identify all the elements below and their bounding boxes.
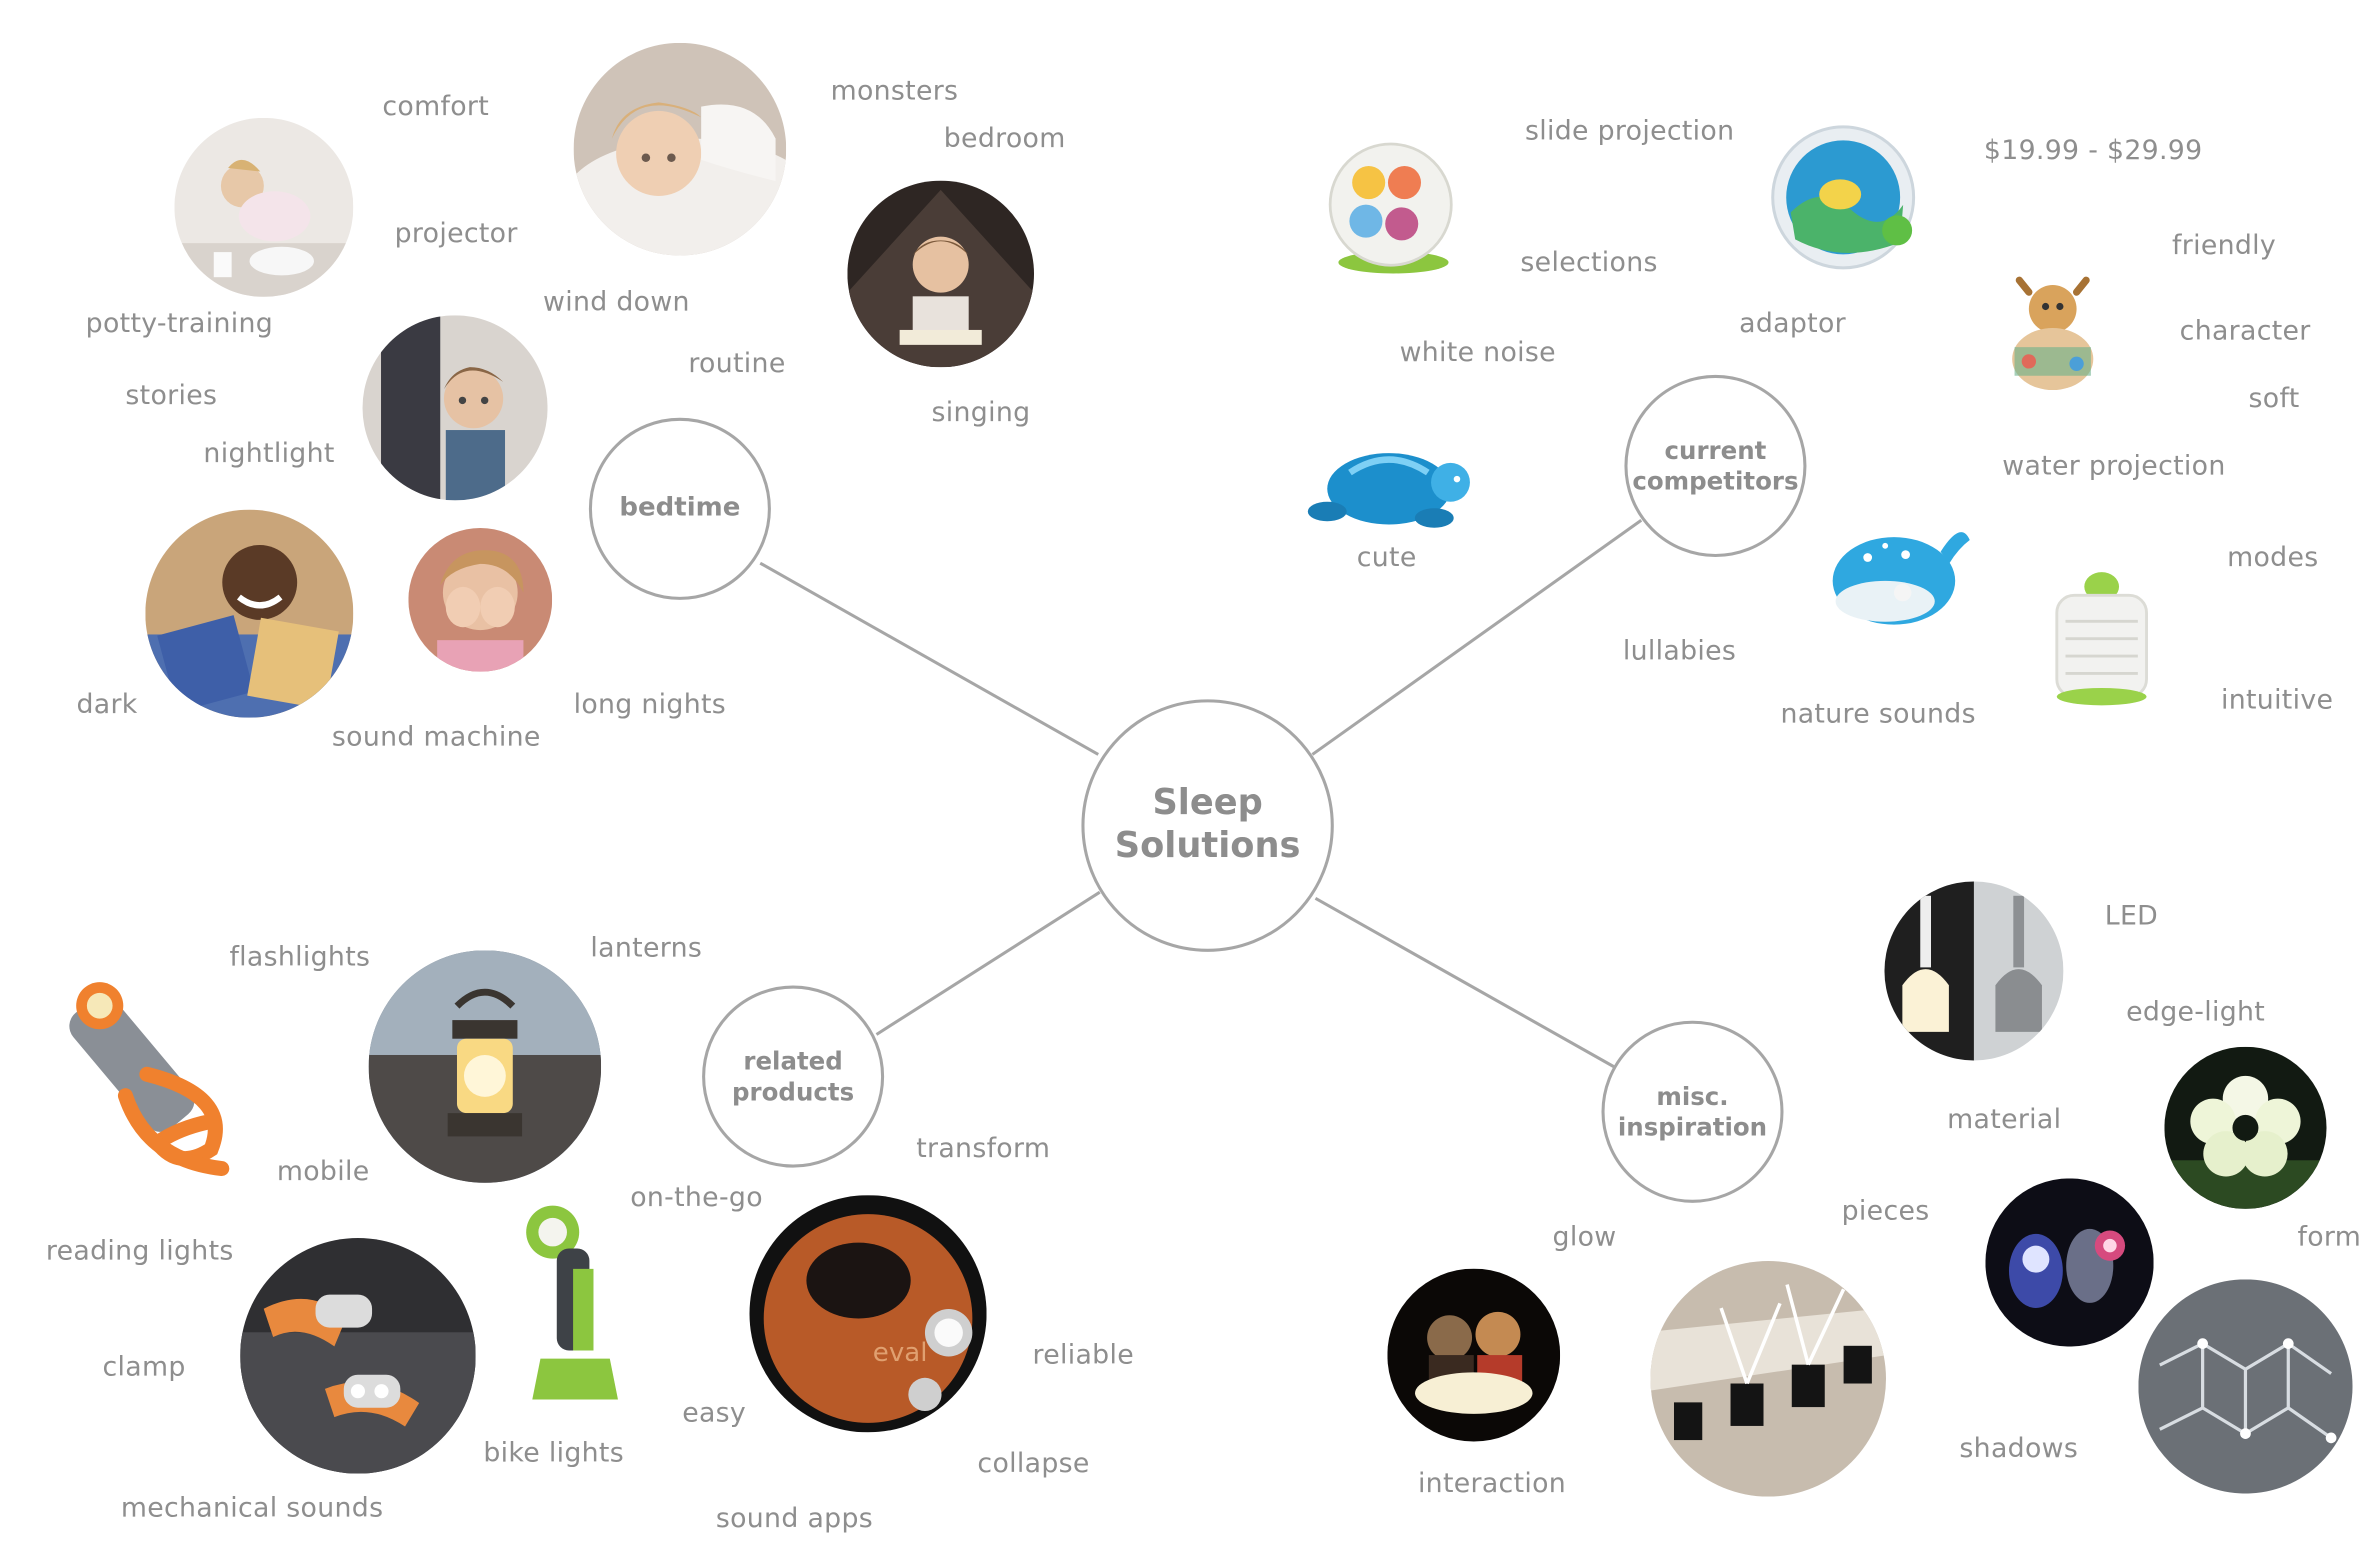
product-whale-sound-machine — [1826, 505, 1973, 630]
word-singing: singing — [931, 397, 1031, 429]
word-led: LED — [2104, 901, 2159, 932]
word-projector: projector — [394, 218, 518, 250]
word-water-projection: water projection — [2002, 451, 2226, 483]
photo-child-in-bed — [573, 42, 787, 256]
link-bedtime — [759, 561, 1100, 756]
photo-eval-sound-device: eval — [749, 1195, 987, 1433]
product-water-projector — [1767, 122, 1920, 272]
word-character: character — [2179, 316, 2311, 348]
word-modes: modes — [2227, 543, 2319, 574]
word-price-range: $19.99 - $29.99 — [1983, 136, 2203, 167]
word-collapse: collapse — [977, 1449, 1090, 1480]
node-misc-line1: misc. — [1656, 1082, 1729, 1112]
photo-light-shadows-pieces — [1650, 1260, 1886, 1497]
product-slide-projector — [1325, 135, 1463, 280]
word-routine: routine — [688, 348, 786, 380]
node-misc-inspiration: misc. inspiration — [1601, 1020, 1784, 1203]
photo-glowing-pieces — [1985, 1178, 2154, 1347]
word-lullabies: lullabies — [1622, 636, 1737, 668]
word-flashlights: flashlights — [229, 942, 371, 974]
word-stories: stories — [125, 381, 218, 412]
word-friendly: friendly — [2172, 231, 2277, 262]
photo-kids-glow-pillow — [1387, 1268, 1561, 1442]
word-mobile: mobile — [276, 1156, 370, 1188]
word-wind-down: wind down — [543, 287, 690, 319]
word-selections: selections — [1520, 247, 1658, 279]
word-nightlight: nightlight — [203, 439, 335, 470]
photo-girl-covering-face — [408, 527, 553, 672]
node-misc-line2: inspiration — [1617, 1111, 1768, 1141]
product-turtle-nightlight — [1307, 424, 1470, 531]
photo-potty-toddler — [174, 117, 354, 297]
node-related-line2: products — [732, 1076, 855, 1106]
word-dark: dark — [76, 690, 138, 721]
word-on-the-go: on-the-go — [630, 1182, 763, 1214]
word-sound-apps: sound apps — [715, 1504, 874, 1535]
link-misc — [1314, 896, 1615, 1068]
word-comfort: comfort — [382, 91, 490, 123]
photo-child-hugging-leg — [362, 315, 548, 501]
word-white-noise: white noise — [1399, 338, 1556, 369]
word-slide-projection: slide projection — [1525, 116, 1735, 147]
product-cylinder-sound-machine — [2048, 563, 2155, 708]
node-bedtime: bedtime — [588, 417, 771, 600]
word-form: form — [2297, 1222, 2362, 1254]
photo-led-lamps — [1884, 881, 2064, 1061]
center-title-line1: Sleep — [1152, 783, 1263, 824]
link-related — [875, 890, 1101, 1036]
photo-clamp-reading-lights — [240, 1238, 476, 1474]
word-pieces: pieces — [1841, 1196, 1930, 1228]
word-easy: easy — [682, 1398, 747, 1430]
word-cute: cute — [1356, 543, 1417, 574]
word-shadows: shadows — [1959, 1433, 2079, 1465]
node-related-line1: related — [743, 1047, 843, 1077]
photo-edge-light-flower — [2164, 1046, 2327, 1209]
word-bike-lights: bike lights — [483, 1438, 624, 1470]
product-plush-giraffe — [1993, 260, 2112, 410]
word-adaptor: adaptor — [1739, 309, 1846, 340]
product-flexible-flashlight — [61, 967, 275, 1181]
word-nature-sounds: nature sounds — [1780, 699, 1976, 730]
node-competitors-line1: current — [1664, 436, 1767, 466]
word-edge-light: edge-light — [2126, 997, 2266, 1029]
photo-boy-reading-fort — [847, 180, 1035, 368]
product-green-bike-light — [520, 1198, 630, 1405]
node-current-competitors: current competitors — [1624, 374, 1807, 558]
word-reliable: reliable — [1032, 1340, 1135, 1372]
center-node: Sleep Solutions — [1081, 699, 1334, 952]
word-material: material — [1947, 1104, 2062, 1136]
word-bedroom: bedroom — [943, 123, 1066, 155]
word-intuitive: intuitive — [2220, 685, 2334, 717]
word-reading-lights: reading lights — [45, 1236, 234, 1268]
link-competitors — [1311, 519, 1643, 756]
word-transform: transform — [916, 1133, 1051, 1165]
node-bedtime-label: bedtime — [619, 493, 741, 524]
word-glow: glow — [1552, 1222, 1617, 1254]
photo-camping-lantern — [368, 950, 602, 1183]
word-interaction: interaction — [1417, 1469, 1567, 1500]
node-competitors-line2: competitors — [1632, 465, 1799, 496]
word-monsters: monsters — [830, 76, 959, 108]
node-related-products: related products — [702, 985, 885, 1168]
word-soft: soft — [2248, 384, 2300, 415]
photo-network-form — [2138, 1279, 2353, 1494]
word-lanterns: lanterns — [590, 933, 703, 965]
word-long-nights: long nights — [573, 690, 727, 721]
photo-boy-with-storybook — [145, 509, 354, 718]
brand-text: eval — [873, 1338, 928, 1368]
word-potty-training: potty-training — [85, 309, 274, 340]
word-sound-machine: sound machine — [331, 722, 541, 753]
word-mechanical-sounds: mechanical sounds — [120, 1493, 384, 1525]
center-title-line2: Solutions — [1114, 825, 1301, 866]
word-clamp: clamp — [102, 1352, 186, 1384]
